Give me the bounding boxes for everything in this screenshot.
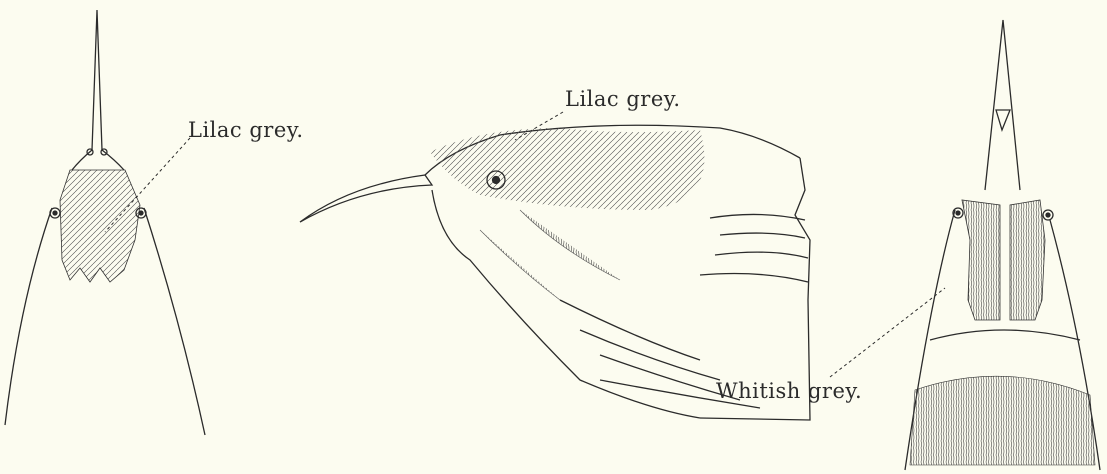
label-lilac-grey-center: Lilac grey. xyxy=(565,87,681,111)
right-head-drawing xyxy=(905,20,1100,470)
center-feather-texture xyxy=(480,210,620,300)
center-head-drawing xyxy=(300,125,810,420)
left-head-drawing xyxy=(5,10,205,435)
label-lilac-grey-left: Lilac grey. xyxy=(188,118,304,142)
label-whitish-grey: Whitish grey. xyxy=(716,379,862,403)
